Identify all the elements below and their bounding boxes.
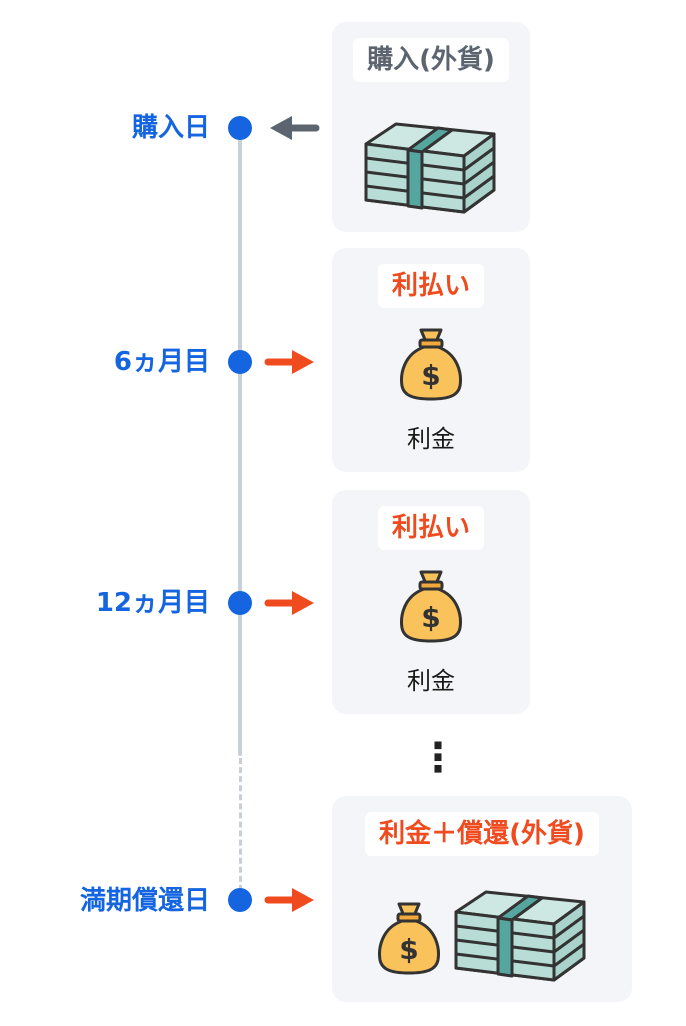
- card-badge-interest: 利払い: [377, 264, 485, 308]
- timeline-dot-maturity: [228, 888, 252, 912]
- timeline-line: [238, 128, 242, 756]
- timeline-dot-12m: [228, 591, 252, 615]
- card-badge-interest: 利払い: [377, 506, 485, 550]
- timeline-label-6m: 6ヵ月目: [113, 347, 210, 377]
- card-caption-interest: 利金: [407, 667, 455, 695]
- timeline-dashed-line: [239, 758, 242, 900]
- arrow-right-icon: [264, 591, 314, 615]
- card-badge-maturity: 利金＋償還(外貨): [365, 812, 599, 856]
- card-interest-6m: 利払い 利金: [332, 248, 530, 472]
- arrow-right-icon: [264, 350, 314, 374]
- card-purchase: 購入(外貨): [332, 22, 530, 232]
- card-badge-purchase: 購入(外貨): [353, 38, 509, 82]
- arrow-right-icon: [264, 888, 314, 912]
- timeline-dot-purchase: [228, 116, 252, 140]
- money-bag-icon: [396, 568, 466, 644]
- card-maturity: 利金＋償還(外貨): [332, 796, 632, 1002]
- timeline-label-12m: 12ヵ月目: [95, 588, 210, 618]
- money-bag-icon: [374, 900, 444, 976]
- money-bag-icon: [396, 326, 466, 402]
- timeline-label-purchase: 購入日: [131, 113, 210, 143]
- banknote-stack-icon: [450, 882, 590, 982]
- card-caption-interest: 利金: [407, 425, 455, 453]
- ellipsis-vertical-icon: ⋮: [418, 735, 458, 781]
- banknote-stack-icon: [360, 114, 500, 214]
- arrow-left-icon: [270, 116, 320, 140]
- timeline-label-maturity: 満期償還日: [79, 886, 210, 916]
- timeline-dot-6m: [228, 350, 252, 374]
- card-interest-12m: 利払い 利金: [332, 490, 530, 714]
